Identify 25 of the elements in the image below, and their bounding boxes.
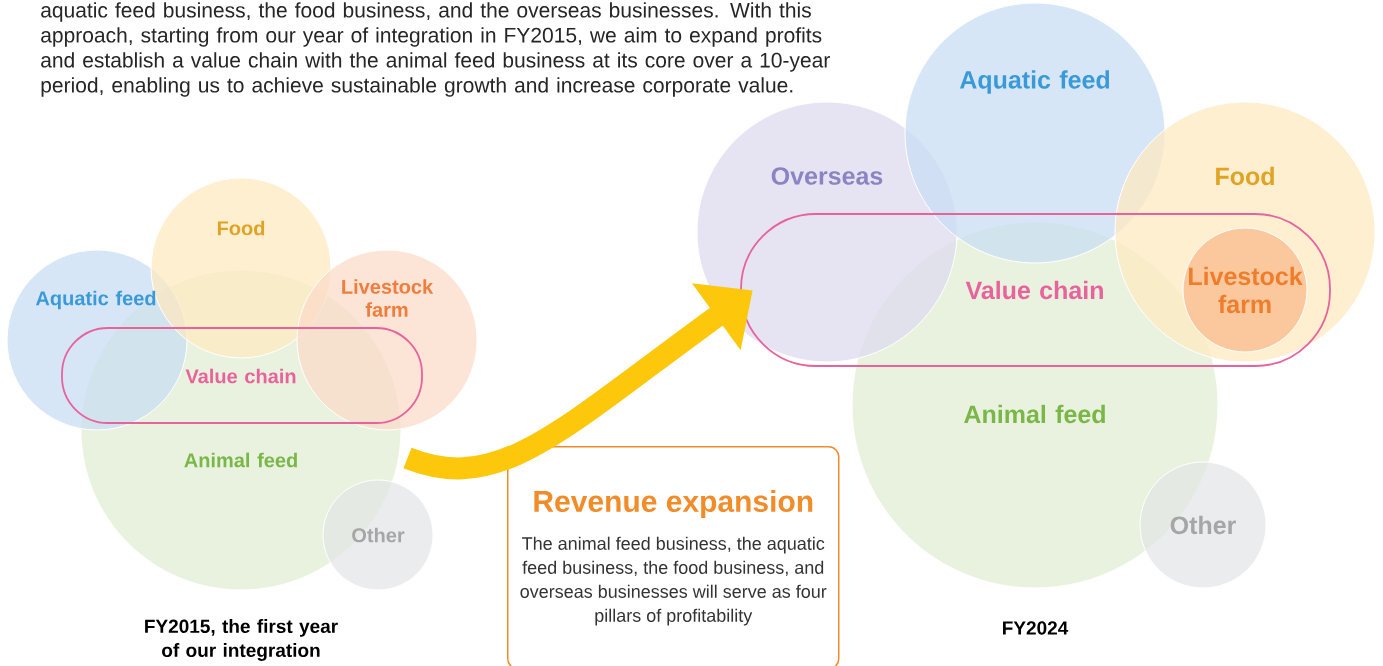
circle-label: Aquatic feed <box>959 70 1110 94</box>
rounded-outline <box>61 327 423 424</box>
circle-label: Overseas <box>771 167 883 185</box>
circle-label: Value chain <box>965 280 1103 300</box>
circle-label: Other <box>352 527 405 543</box>
circle-label: Livestock farm <box>1189 266 1303 314</box>
circle-label: Food <box>1216 166 1274 186</box>
venn-circle <box>296 249 478 431</box>
venn-circle <box>904 2 1166 264</box>
circle-label: Other <box>1170 515 1236 535</box>
circle-label: Aquatic feed <box>35 290 156 310</box>
venn-circle <box>322 479 434 591</box>
rounded-outline <box>740 213 1331 367</box>
circle-label: Livestock farm <box>342 279 434 317</box>
caption: FY2015, the first year of our integration <box>145 619 338 661</box>
circle-label: Animal feed <box>184 452 297 468</box>
paragraph: aquatic feed business, the food business, and the overseas businesses. With this approach, starting from our year of integration in FY2015, we aim to expand profits and establish a value chain with the animal feed business at its core over a 10-year period, enabling us to achieve sustainable growth and increase corporate value. <box>41 2 830 97</box>
venn-circle <box>1139 461 1267 589</box>
venn-circle <box>1182 227 1308 353</box>
circle-label: Value chain <box>185 368 296 384</box>
venn-circle <box>696 101 958 363</box>
text-box: Revenue expansion The animal feed business, the aquatic feed business, the food business, and overseas businesses will serve as four pillars of profitability <box>507 446 840 666</box>
circle-label: Food <box>217 220 265 236</box>
caption: FY2024 <box>1003 621 1069 635</box>
circle-label: Animal feed <box>964 404 1105 424</box>
